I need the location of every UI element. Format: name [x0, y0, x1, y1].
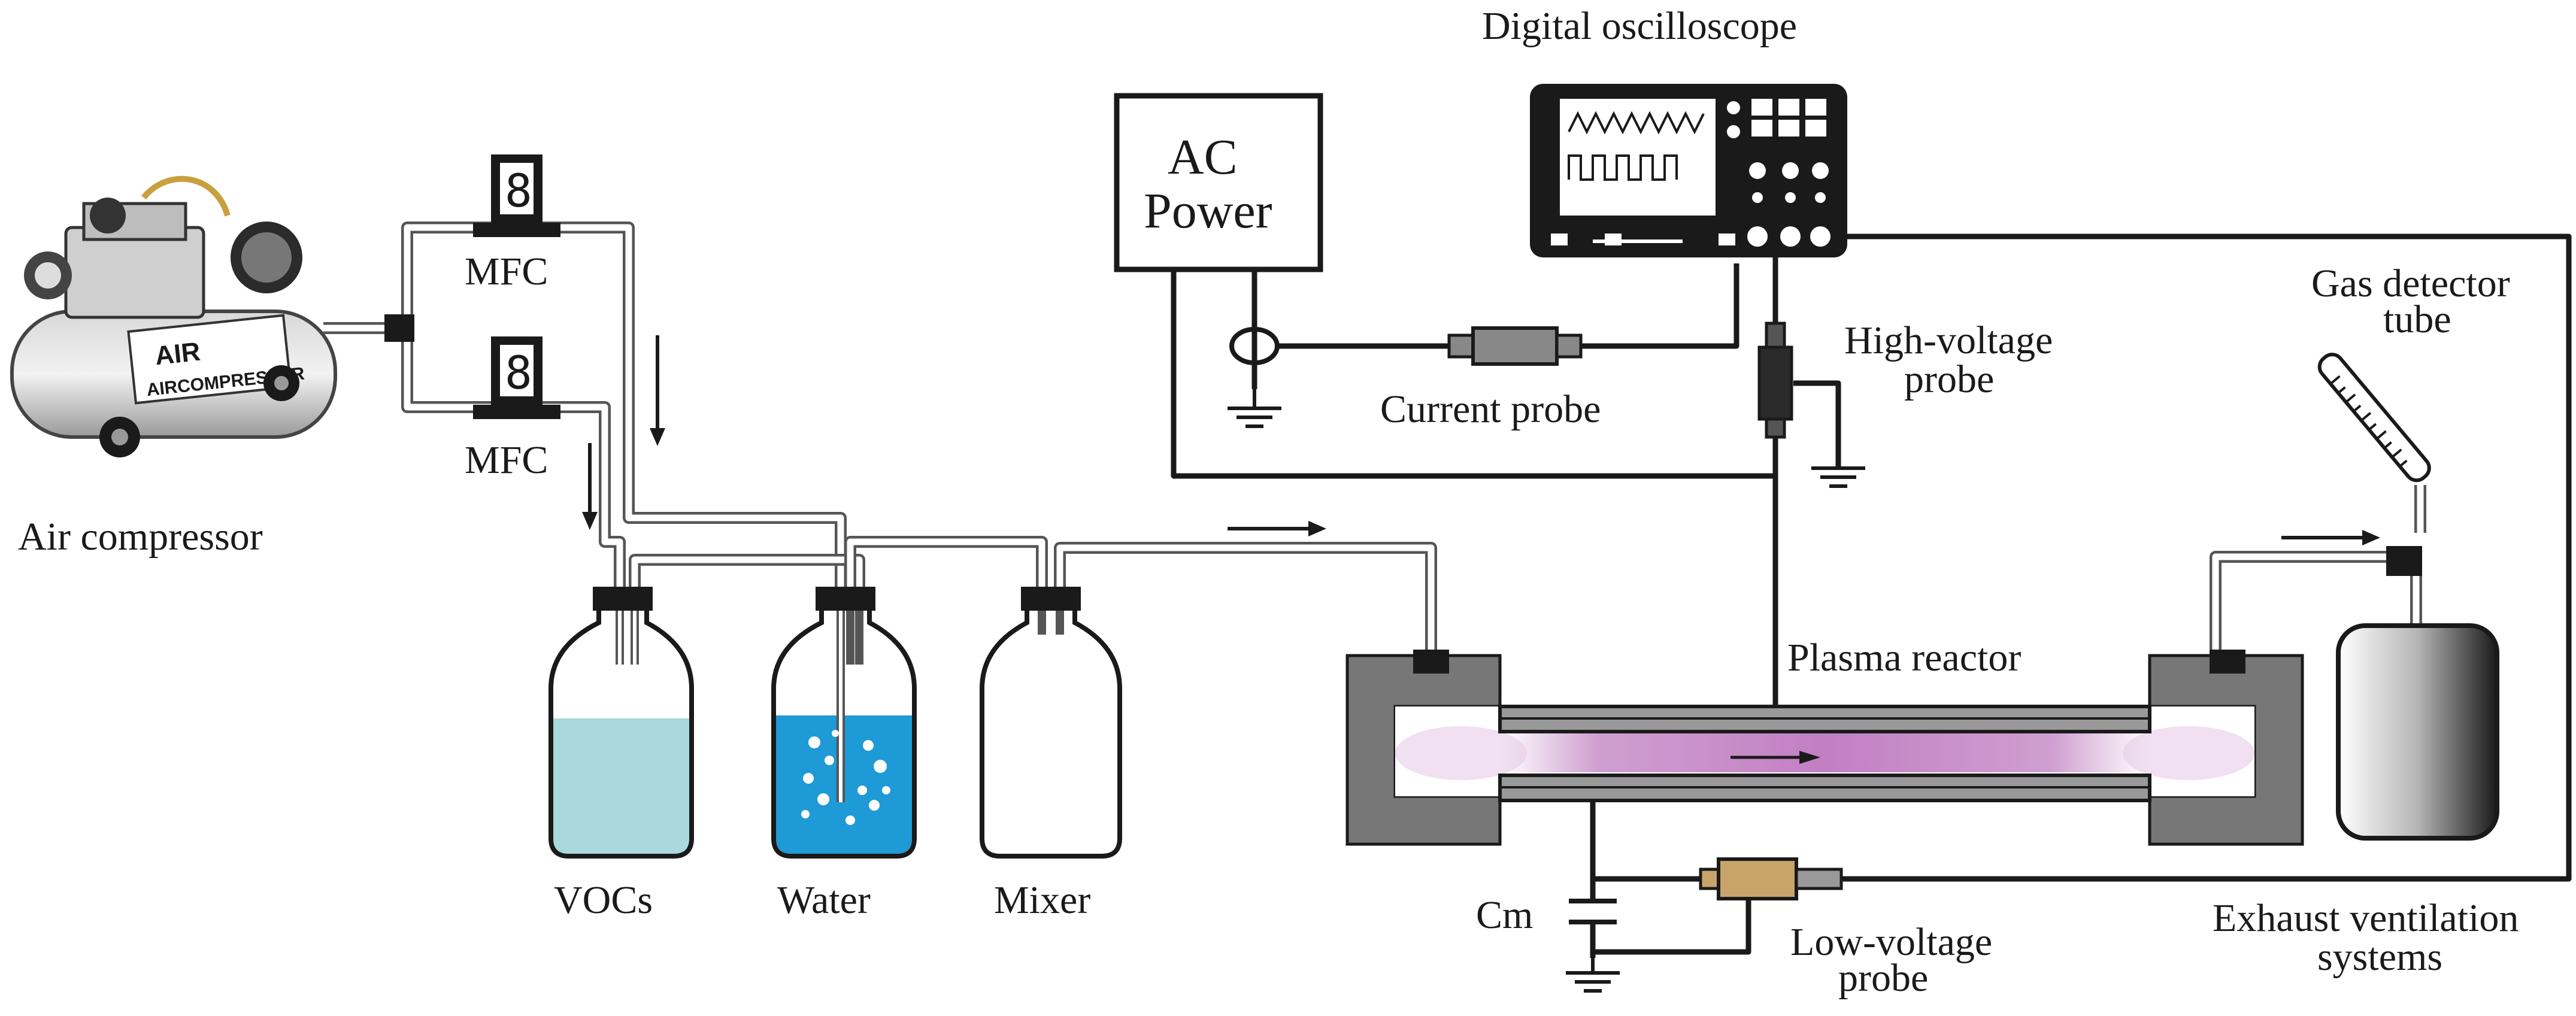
- flow-arrow-icon: [582, 443, 598, 530]
- plasma-reactor-label: Plasma reactor: [1787, 636, 2021, 680]
- vocs-bottle-icon: [548, 587, 694, 859]
- svg-text:8: 8: [505, 346, 532, 399]
- exhaust-label-1: Exhaust ventilation: [2213, 896, 2519, 940]
- low-voltage-probe-icon: [1699, 857, 1843, 900]
- gas-tubing: [323, 222, 2426, 659]
- hv-probe-label-2: probe: [1904, 357, 1994, 401]
- capacitor-cm-icon: [1569, 899, 1617, 924]
- exhaust-ventilation-icon: [2336, 623, 2499, 841]
- flow-arrow-icon: [650, 335, 665, 446]
- vocs-label: VOCs: [554, 878, 653, 922]
- current-coil-icon: [1229, 327, 1280, 365]
- lv-probe-label-1: Low-voltage: [1790, 920, 1992, 964]
- svg-text:8: 8: [505, 164, 532, 217]
- gas-detector-label-1: Gas detector: [2311, 262, 2510, 305]
- tee-connector: [384, 314, 414, 342]
- flow-arrow-icon: [2281, 530, 2380, 545]
- ground-icon: [1566, 958, 1620, 993]
- mixer-bottle-icon: [980, 587, 1122, 859]
- mfc-top-label: MFC: [465, 250, 548, 293]
- ground-icon: [1228, 389, 1281, 428]
- compressor-text-1: AIR: [153, 337, 201, 371]
- exhaust-label-2: systems: [2317, 935, 2442, 979]
- mfc-bottom-icon: 8: [473, 336, 560, 419]
- gas-detector-tube-icon: [2317, 353, 2431, 483]
- ground-icon: [1811, 466, 1865, 488]
- digital-oscilloscope-label: Digital oscilloscope: [1482, 4, 1797, 48]
- electrical-wiring: [1171, 233, 2572, 958]
- mixer-label: Mixer: [994, 878, 1090, 922]
- water-bottle-icon: [771, 587, 917, 859]
- oscilloscope-icon: [1530, 84, 1847, 257]
- water-label: Water: [777, 878, 871, 922]
- air-compressor-icon: AIR AIRCOMPRESSER: [10, 175, 337, 457]
- mfc-top-icon: 8: [473, 154, 560, 237]
- air-compressor-label: Air compressor: [18, 515, 263, 559]
- flow-arrow-icon: [1228, 521, 1326, 536]
- ac-power-label-2: Power: [1144, 183, 1272, 239]
- hv-probe-label-1: High-voltage: [1844, 319, 2053, 362]
- mfc-bottom-label: MFC: [465, 438, 548, 482]
- ac-power-box: [1114, 93, 1323, 272]
- gas-detector-label-2: tube: [2383, 298, 2451, 341]
- lv-probe-label-2: probe: [1838, 956, 1928, 1000]
- plasma-reactor-icon: [1345, 650, 2304, 846]
- high-voltage-probe-icon: [1757, 322, 1793, 439]
- cm-label: Cm: [1476, 893, 1533, 937]
- ac-power-label-1: AC: [1168, 129, 1238, 185]
- current-probe-label: Current probe: [1380, 387, 1601, 431]
- tee-connector-outlet: [2386, 546, 2422, 576]
- current-probe-icon: [1447, 326, 1583, 366]
